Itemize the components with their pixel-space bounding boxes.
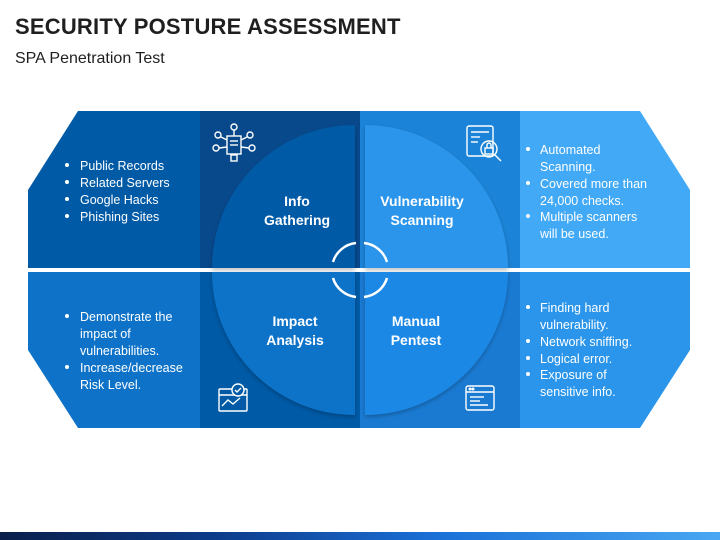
code-window-icon [465,385,495,411]
quadrant-pentest-label-2: Pentest [391,332,442,348]
cycle-arrows-icon [331,241,389,299]
page-subtitle: SPA Penetration Test [15,50,165,67]
bullet-text: vulnerabilities. [80,344,159,358]
bullet-text: sensitive info. [540,385,616,399]
bullet-text: Exposure of [540,368,607,382]
bullet-text: 24,000 checks. [540,194,624,208]
page-title: SECURITY POSTURE ASSESSMENT [15,14,401,39]
bullet-text: Public Records [80,159,164,173]
quadrant-impact-label-1: Impact [272,313,317,329]
panel-top-right [520,111,690,268]
bullet-text: vulnerability. [540,318,609,332]
footer-gradient-bar [0,532,720,540]
quadrant-vuln-label-2: Scanning [390,212,453,228]
network-document-icon [212,123,256,162]
bullets-vuln: Automated Scanning. Covered more than 24… [526,143,647,241]
panel-bottom-left [28,272,200,428]
bullet-text: Phishing Sites [80,210,159,224]
quadrant-pentest-label-1: Manual [392,313,440,329]
bullet-text: Risk Level. [80,378,141,392]
bullets-impact: Demonstrate the impact of vulnerabilitie… [65,310,183,392]
bullet-text: impact of [80,327,131,341]
quadrant-info-label-2: Gathering [264,212,330,228]
bullet-text: Finding hard [540,301,610,315]
quadrant-info[interactable] [212,125,355,268]
bullet-text: Google Hacks [80,193,159,207]
bullet-text: Increase/decrease [80,361,183,375]
bullet-text: Demonstrate the [80,310,172,324]
scan-lock-icon [466,125,502,162]
bullets-info: Public Records Related Servers Google Ha… [65,159,170,224]
bullet-text: Logical error. [540,352,612,366]
quadrant-vuln[interactable] [365,125,508,268]
bullet-text: Multiple scanners [540,210,637,224]
bullet-text: will be used. [539,227,609,241]
panel-bottom-right [520,272,690,428]
panel-top-left [28,111,200,268]
bullet-text: Covered more than [540,177,647,191]
bullets-pentest: Finding hard vulnerability. Network snif… [526,301,632,399]
bullet-text: Network sniffing. [540,335,632,349]
quadrant-info-label-1: Info [284,193,310,209]
analysis-check-icon [218,383,248,412]
quadrant-pentest[interactable] [365,272,508,415]
bullet-text: Scanning. [540,160,596,174]
quadrant-impact-label-2: Analysis [266,332,324,348]
bullet-text: Automated [540,143,601,157]
quadrant-vuln-label-1: Vulnerability [380,193,464,209]
bullet-text: Related Servers [80,176,170,190]
quadrant-impact[interactable] [212,272,355,415]
